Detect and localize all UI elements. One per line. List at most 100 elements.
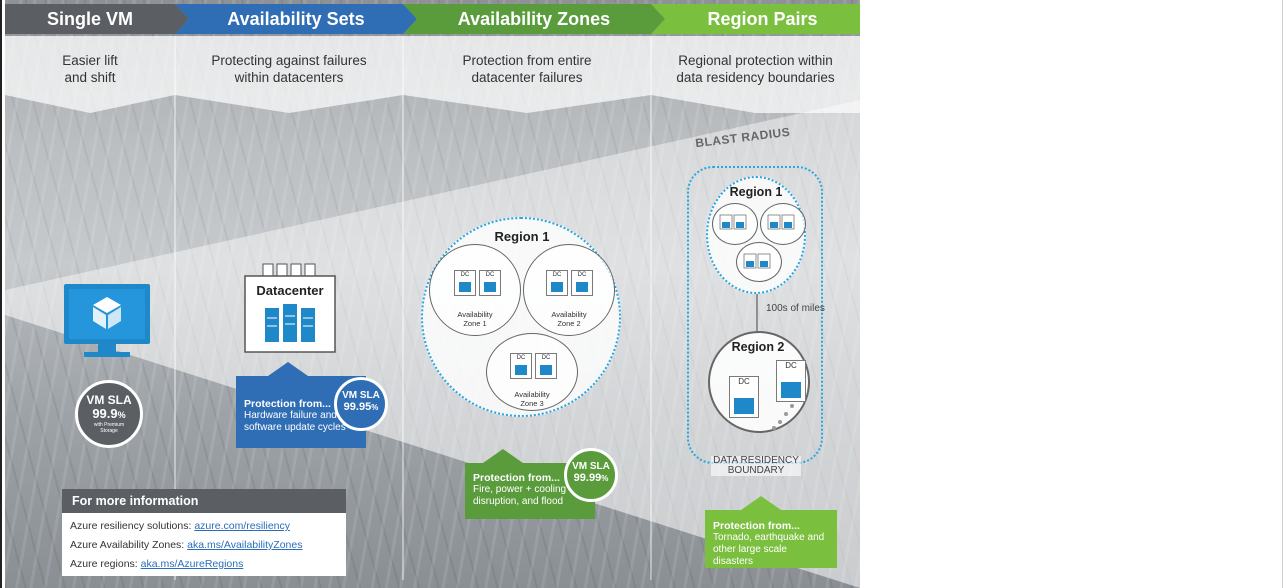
sla-label: VM SLA xyxy=(342,390,380,401)
subtitle-single-vm: Easier lift and shift xyxy=(5,52,175,86)
boundary-label-line: BOUNDARY xyxy=(727,465,785,476)
header-bg-availability-zones xyxy=(403,4,665,34)
info-label: Azure Availability Zones: xyxy=(70,539,188,551)
protection-pointer xyxy=(741,496,781,510)
subtitle-line: datacenter failures xyxy=(471,70,583,85)
info-title: For more information xyxy=(62,489,346,513)
protection-title: Protection from... xyxy=(244,398,331,410)
dc-label: DC xyxy=(485,272,495,278)
vm-sla-badge-zones: VM SLA 99.99% xyxy=(564,448,618,502)
boundary-label: DATA RESIDENCY BOUNDARY xyxy=(711,456,801,476)
sla-value: 99.9% xyxy=(78,407,140,422)
dc-label: DC xyxy=(785,361,797,370)
protection-text: Hardware failure and xyxy=(244,410,337,421)
header-availability-sets: Availability Sets xyxy=(227,9,365,29)
availability-zone-3 xyxy=(486,333,578,411)
subtitle-line: data residency boundaries xyxy=(676,70,835,85)
sla-number: 99.9 xyxy=(92,406,118,421)
sla-value: 99.99% xyxy=(567,472,615,484)
subtitle-line: Protection from entire xyxy=(462,53,592,68)
info-item: Azure regions: aka.ms/AzureRegions xyxy=(70,555,338,574)
zone-label-line: Availability xyxy=(514,390,550,399)
subtitle-line: Regional protection within xyxy=(678,53,833,68)
zone-label-line: Zone 2 xyxy=(557,319,581,328)
datacenter-building-icon xyxy=(244,263,336,353)
availability-zone-2 xyxy=(523,244,615,336)
protection-text: software update cycles xyxy=(244,422,346,433)
header-region-pairs: Region Pairs xyxy=(707,9,818,29)
sla-unit: % xyxy=(117,410,126,420)
sla-unit: % xyxy=(371,403,379,412)
subtitle-line: Protecting against failures xyxy=(211,53,367,68)
sla-number: 99.95 xyxy=(343,401,372,413)
vm-sla-badge-single: VM SLA 99.9% with Premium Storage xyxy=(75,380,143,448)
header-bg-region-pairs xyxy=(651,4,860,34)
dc-icon: DC xyxy=(454,270,476,296)
zone-label-line: Zone 1 xyxy=(463,319,487,328)
info-item: Azure resiliency solutions: azure.com/re… xyxy=(70,517,338,536)
region1-label-pairs: Region 1 xyxy=(729,185,783,199)
zone-label: Availability Zone 3 xyxy=(497,390,567,408)
sla-value: 99.95% xyxy=(337,401,385,413)
dc-label: DC xyxy=(738,377,750,386)
dc-label: DC xyxy=(552,272,562,278)
sla-label: VM SLA xyxy=(86,393,132,407)
protection-text: Tornado, earthquake and xyxy=(713,532,825,543)
subtitle-availability-zones: Protection from entire datacenter failur… xyxy=(403,52,651,86)
protection-text: disruption, and flood xyxy=(473,496,564,507)
info-item: Azure Availability Zones: aka.ms/Availab… xyxy=(70,536,338,555)
region2-circle xyxy=(708,331,810,433)
protection-text: other large scale disasters xyxy=(713,544,787,567)
availability-zones-link[interactable]: aka.ms/AvailabilityZones xyxy=(187,539,303,551)
protection-pointer xyxy=(483,449,523,463)
header-bg-single-vm xyxy=(5,4,189,34)
sla-label: VM SLA xyxy=(572,461,610,472)
boundary-label-line: DATA RESIDENCY xyxy=(713,455,799,466)
subtitle-line: within datacenters xyxy=(234,70,344,85)
dc-icon: DC xyxy=(729,376,759,418)
info-label: Azure resiliency solutions: xyxy=(70,520,195,532)
zone-label: Availability Zone 1 xyxy=(440,310,510,328)
zone-label-line: Availability xyxy=(551,310,587,319)
datacenter-label: Datacenter xyxy=(256,283,324,298)
dc-label: DC xyxy=(541,355,551,361)
resiliency-link[interactable]: azure.com/resiliency xyxy=(194,520,291,532)
info-label: Azure regions: xyxy=(70,558,141,570)
distance-label: 100s of miles xyxy=(766,303,825,314)
zone-label-line: Availability xyxy=(457,310,493,319)
header-single-vm: Single VM xyxy=(46,9,133,29)
header-bg-availability-sets xyxy=(175,4,417,34)
infographic-canvas: Single VM Availability Sets Availability… xyxy=(5,0,860,588)
header-availability-zones: Availability Zones xyxy=(457,9,611,29)
protection-pointer xyxy=(268,362,308,376)
region2-label: Region 2 xyxy=(731,340,785,354)
vm-sla-badge-sets: VM SLA 99.95% xyxy=(334,377,388,431)
dc-icon: DC xyxy=(776,360,806,402)
subtitle-region-pairs: Regional protection within data residenc… xyxy=(651,52,860,86)
subtitle-availability-sets: Protecting against failures within datac… xyxy=(175,52,403,86)
subtitle-line: and shift xyxy=(64,70,116,85)
protection-title: Protection from... xyxy=(713,520,800,532)
dc-icon: DC xyxy=(546,270,568,296)
info-box: For more information Azure resiliency so… xyxy=(62,489,346,576)
info-row: Azure resiliency solutions: azure.com/re… xyxy=(62,513,346,574)
protection-text: Fire, power + cooling xyxy=(473,484,567,495)
sla-note: with Premium xyxy=(93,422,125,428)
dc-label: DC xyxy=(516,355,526,361)
vm-monitor-cube-icon xyxy=(64,284,150,357)
azure-regions-link[interactable]: aka.ms/AzureRegions xyxy=(140,558,244,570)
dc-label: DC xyxy=(460,272,470,278)
dc-icon: DC xyxy=(535,353,557,379)
sla-unit: % xyxy=(601,474,609,483)
dc-icon: DC xyxy=(510,353,532,379)
protection-box-region-pairs: Protection from... Tornado, earthquake a… xyxy=(705,510,837,568)
region1-label-zones: Region 1 xyxy=(494,229,550,244)
subtitle-line: Easier lift xyxy=(62,53,118,68)
zone-label: Availability Zone 2 xyxy=(534,310,604,328)
sla-number: 99.99 xyxy=(573,472,602,484)
dc-icon: DC xyxy=(479,270,501,296)
dc-icon: DC xyxy=(571,270,593,296)
mini-dc-icons xyxy=(719,214,795,269)
dc-label: DC xyxy=(577,272,587,278)
zone-label-line: Zone 3 xyxy=(520,399,544,408)
